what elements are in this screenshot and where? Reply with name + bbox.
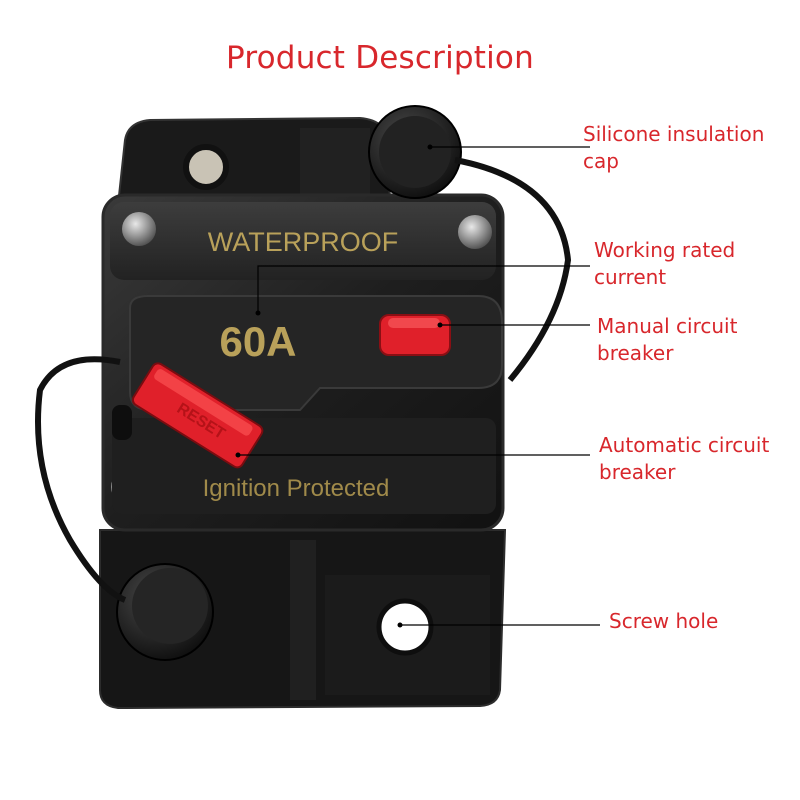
waterproof-label: WATERPROOF xyxy=(208,227,399,257)
callout-line: cap xyxy=(583,149,619,173)
top-mount-hole-icon xyxy=(183,144,229,190)
callout-line: current xyxy=(594,265,667,289)
screw-icon xyxy=(458,215,492,249)
callout-auto-breaker: Automatic circuit breaker xyxy=(599,432,769,486)
callout-line: Silicone insulation xyxy=(583,122,765,146)
callout-line: Automatic circuit xyxy=(599,433,770,457)
page-title: Product Description xyxy=(226,40,534,76)
ignition-label: Ignition Protected xyxy=(203,475,390,502)
callout-line: Working rated xyxy=(594,238,736,262)
callout-line: Screw hole xyxy=(609,609,719,633)
callout-rated-current: Working rated current xyxy=(594,237,735,291)
leader-lines xyxy=(238,146,600,626)
callout-silicone-cap: Silicone insulation cap xyxy=(583,121,764,175)
screw-icon xyxy=(122,212,156,246)
cap-tether xyxy=(35,356,127,603)
callout-screw-hole: Screw hole xyxy=(609,608,718,635)
reset-lever: RESET xyxy=(131,362,264,469)
callout-manual-breaker: Manual circuit breaker xyxy=(597,313,737,367)
callout-line: breaker xyxy=(599,460,676,484)
callout-line: breaker xyxy=(597,341,674,365)
callout-line: Manual circuit xyxy=(597,314,738,338)
screw-hole-icon xyxy=(376,598,434,656)
rating-label: 60A xyxy=(219,318,296,365)
cap-tether xyxy=(454,157,572,382)
